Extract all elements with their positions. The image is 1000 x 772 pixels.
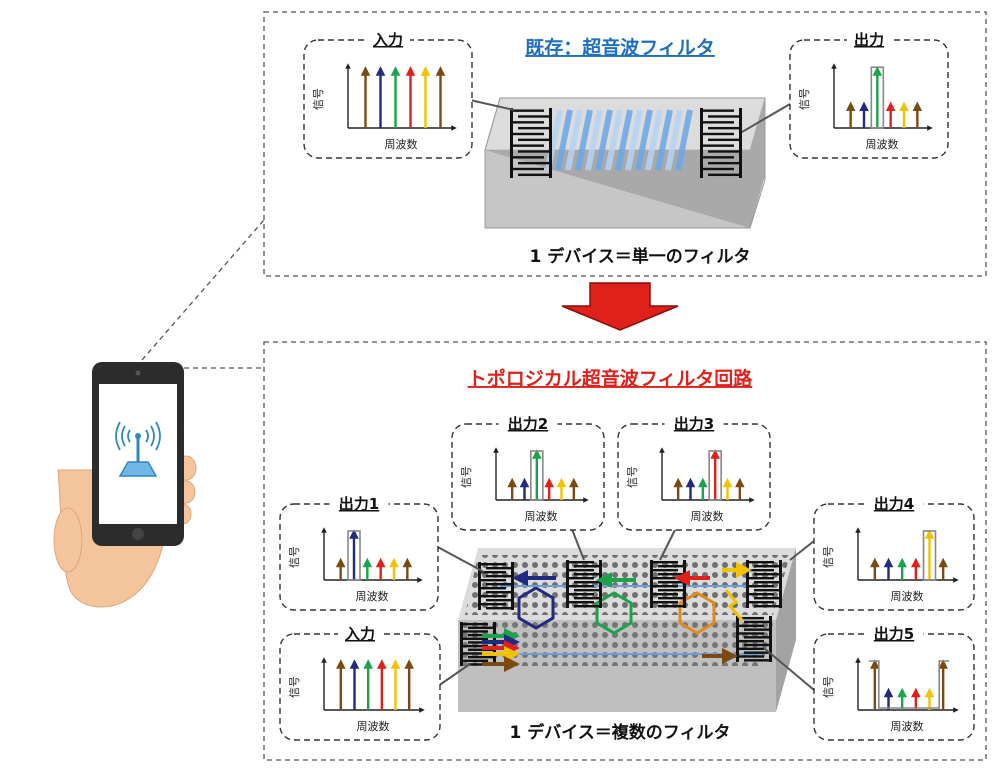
- panel-output1-xlabel: 周波数: [356, 590, 389, 603]
- panel-output5-title: 出力5: [874, 625, 914, 643]
- bottom-caption: 1 デバイス＝複数のフィルタ: [510, 722, 731, 743]
- panel-output4-ylabel: 信号: [822, 546, 835, 568]
- panel-top-input-ylabel: 信号: [312, 88, 325, 110]
- panel-top-output-title: 出力: [854, 31, 884, 49]
- panel-output4-pass-band: [922, 530, 937, 581]
- panel-output2-pass-band: [530, 450, 544, 501]
- panel-top-input-xlabel: 周波数: [385, 138, 418, 151]
- panel-output5-pass-band: [868, 660, 950, 709]
- bottom-transducer-4: [746, 560, 782, 608]
- top-title: 既存：超音波フィルタ: [525, 36, 715, 59]
- hexagon-orange: [678, 591, 716, 635]
- panel-output5-ylabel: 信号: [822, 676, 835, 698]
- panel-output2-title: 出力2: [508, 415, 548, 433]
- panel-output1-ylabel: 信号: [288, 546, 301, 568]
- transition-arrow: [561, 282, 679, 331]
- phone-top-link: [141, 219, 265, 361]
- link-input: [437, 663, 471, 687]
- top-right-transducer: [700, 108, 742, 178]
- top-input-link: [469, 99, 515, 111]
- top-wave: [545, 109, 693, 171]
- panel-output5-xlabel: 周波数: [891, 720, 924, 733]
- panel-top-output-ylabel: 信号: [798, 88, 811, 110]
- bottom-frame: [263, 341, 987, 761]
- panel-output3-xlabel: 周波数: [691, 510, 724, 523]
- top-caption: 1 デバイス＝単一のフィルタ: [530, 246, 751, 267]
- antenna-icon: [115, 421, 161, 477]
- panel-output3-title: 出力3: [674, 415, 714, 433]
- panel-output3-ylabel: 信号: [626, 466, 639, 488]
- panel-output1-title: 出力1: [339, 495, 379, 513]
- phone-home-button: [132, 528, 144, 540]
- link-output1: [433, 544, 485, 573]
- link-output4: [789, 540, 815, 561]
- top-left-transducer: [510, 108, 552, 178]
- bottom-transducer-5: [736, 616, 772, 662]
- panel-output2-ylabel: 信号: [460, 466, 473, 488]
- top-output-link: [741, 103, 791, 133]
- device-arrows: [482, 562, 752, 672]
- panel-output4-title: 出力4: [874, 495, 914, 513]
- hexagon-green: [595, 591, 633, 635]
- bottom-title: トポロジカル超音波フィルタ回路: [468, 367, 754, 390]
- top-frame: [263, 11, 987, 277]
- panel-top-output-xlabel: 周波数: [866, 138, 899, 151]
- spectrum-panels: 入力信号周波数出力信号周波数出力1信号周波数出力2信号周波数出力3信号周波数出力…: [279, 28, 975, 741]
- hand-with-phone: [53, 362, 197, 608]
- panel-output4-xlabel: 周波数: [891, 590, 924, 603]
- panel-bottom-input-title: 入力: [345, 625, 375, 643]
- bottom-transducer-1: [478, 562, 514, 610]
- panel-output1-pass-band: [347, 530, 361, 581]
- link-output3: [659, 527, 677, 561]
- panel-bottom-input-ylabel: 信号: [288, 676, 301, 698]
- top-device: [484, 97, 766, 229]
- panel-output2-xlabel: 周波数: [525, 510, 558, 523]
- hexagon-navy: [517, 586, 555, 630]
- panel-top-input-title: 入力: [373, 31, 403, 49]
- phone-camera: [135, 370, 141, 376]
- link-output5: [763, 647, 815, 691]
- panel-output3-pass-band: [708, 450, 722, 501]
- panel-top-output-pass-band: [870, 66, 885, 129]
- panel-bottom-input-xlabel: 周波数: [357, 720, 390, 733]
